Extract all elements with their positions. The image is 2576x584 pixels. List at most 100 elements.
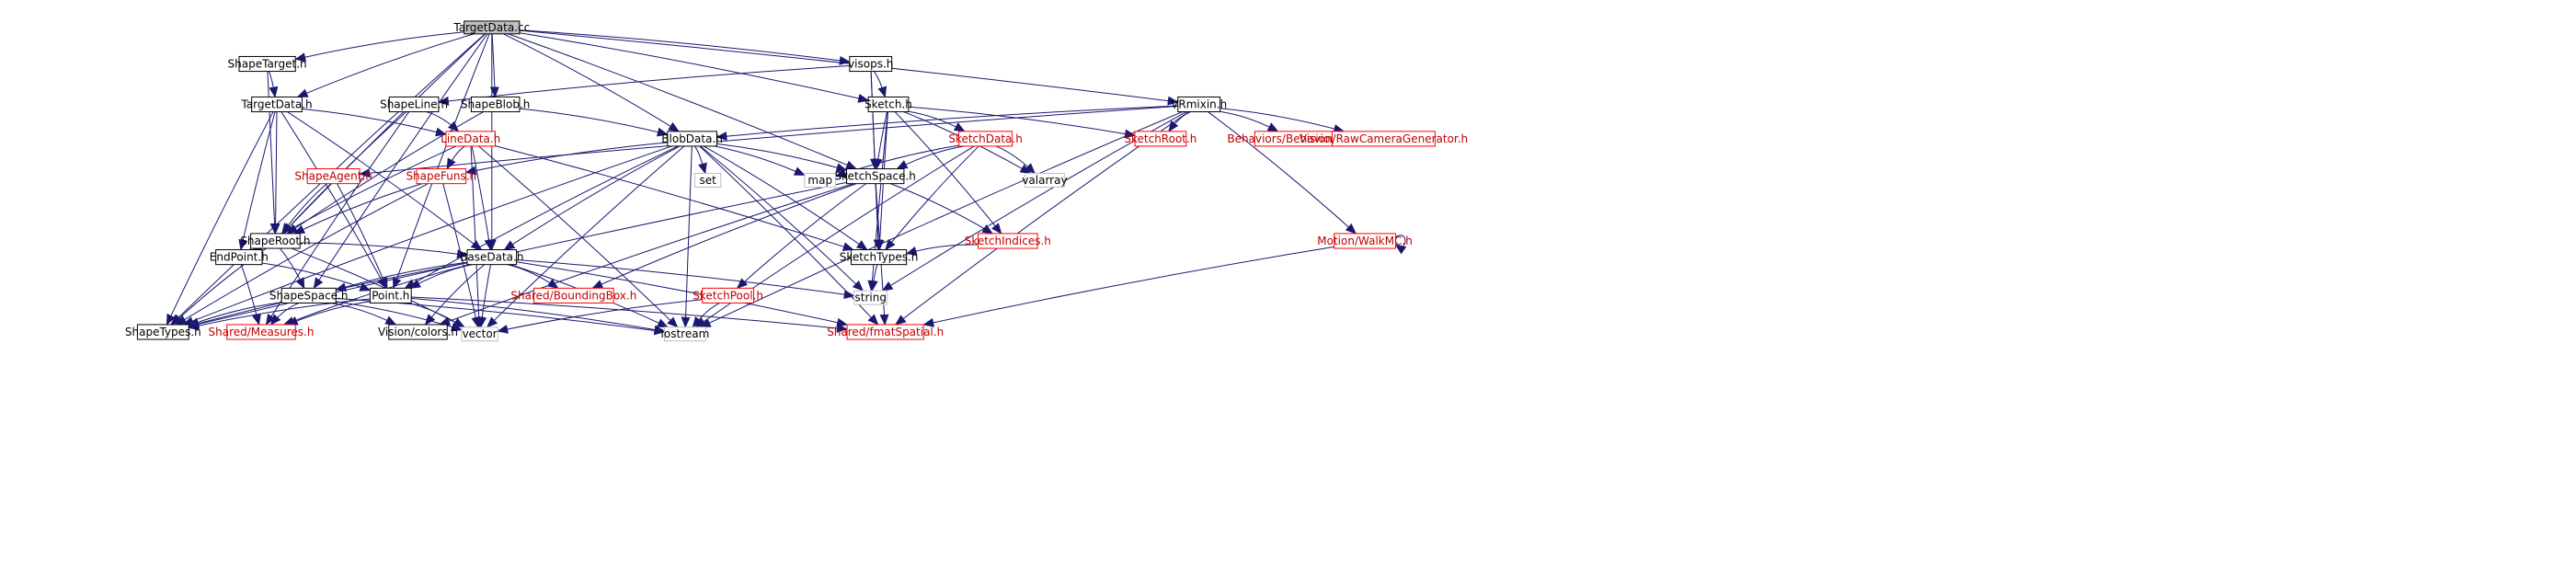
edge-ShapeTarget_h-to-TargetData_h [269,71,279,98]
node-WalkMC_h[interactable]: Motion/WalkMC.h [1317,233,1413,249]
node-box [470,96,521,113]
node-label: ShapeRoot.h [240,235,310,247]
node-box [136,324,189,340]
node-box [215,249,263,266]
node-EndPoint_h[interactable]: EndPoint.h [210,249,269,266]
edge-ShapeFuns_h-to-ShapeTypes_h [175,183,429,326]
node-TargetData_h[interactable]: TargetData.h [240,96,313,113]
node-SketchData_h[interactable]: SketchData.h [948,131,1023,147]
edge-ShapeAgent_h-to-ShapeRoot_h [281,183,327,235]
edge-BaseData_h-to-vector [477,264,492,328]
node-vector[interactable]: vector [461,326,498,342]
edge-ShapeRoot_h-to-BaseData_h [300,242,468,259]
edge-ShapeBlob_h-to-ShapeRoot_h [286,111,484,235]
edge-LineData_h-to-iostream [478,145,679,328]
node-ShapeFuns_h[interactable]: ShapeFuns.h [406,168,476,185]
node-box [464,20,521,35]
edge-Sketch_h-to-SketchSpace_h [873,111,888,170]
node-BoundingBox_h[interactable]: Shared/BoundingBox.h [510,287,636,303]
edge-Sketch_h-to-SketchRoot_h [908,106,1136,139]
node-box [226,324,296,340]
edge-WalkMC_h-to-WalkMC_h [1394,235,1407,255]
edge-ShapeBlob_h-to-BlobData_h [519,108,669,137]
node-set[interactable]: set [694,173,722,188]
edge-ShapeTarget_h-to-ShapeRoot_h [267,71,280,235]
node-box [388,324,448,340]
node-BaseData_h[interactable]: BaseData.h [460,249,523,266]
node-LineData_h[interactable]: LineData.h [441,131,500,147]
node-ShapeSpace_h[interactable]: ShapeSpace.h [269,287,349,303]
node-label: SketchIndices.h [965,235,1051,247]
node-visops_h[interactable]: visops.h [848,55,893,73]
node-label: ShapeFuns.h [406,170,476,183]
node-label: set [699,174,716,187]
node-box [416,168,467,185]
node-box [250,233,301,249]
node-fmatSpatial_h[interactable]: Shared/fmatSpatial.h [827,324,944,340]
edge-BaseData_h-to-ShapeSpace_h [335,261,468,292]
node-iostream[interactable]: iostream [661,326,710,342]
node-BlobData_h[interactable]: BlobData.h [661,131,723,147]
edge-EndPoint_h-to-Point_h [261,262,372,292]
node-colors_h[interactable]: Vision/colors.h [378,324,458,340]
edge-Sketch_h-to-string [867,111,888,292]
node-box [958,131,1013,147]
node-ShapeTarget_h[interactable]: ShapeTarget.h [228,55,307,73]
node-ShapeTypes_h[interactable]: ShapeTypes.h [125,324,201,340]
edge-VRmixin_h-to-ShapeAgent_h [359,105,1178,178]
edge-ShapeSpace_h-to-colors_h [330,302,397,326]
node-box [804,173,837,188]
edge-TargetData_cc-to-Point_h [392,33,490,290]
edge-Point_h-to-ShapeTypes_h [188,298,371,331]
node-box [466,249,518,266]
edge-BaseData_h-to-fmatSpatial_h [516,261,849,327]
edge-Sketch_h-to-SketchData_h [908,110,966,132]
node-SketchIndices_h[interactable]: SketchIndices.h [965,233,1051,249]
edge-VRmixin_h-to-BlobData_h [716,105,1178,142]
edge-TargetData_h-to-BaseData_h [287,111,483,251]
node-RawCameraGenerator_h[interactable]: Vision/RawCameraGenerator.h [1299,131,1468,147]
node-Measures_h[interactable]: Shared/Measures.h [209,324,315,340]
edge-TargetData_cc-to-ShapeTarget_h [294,31,464,62]
node-SketchSpace_h[interactable]: SketchSpace.h [834,168,916,185]
node-ShapeRoot_h[interactable]: ShapeRoot.h [240,233,310,249]
node-ShapeAgent_h[interactable]: ShapeAgent.h [294,168,372,185]
node-ShapeBlob_h[interactable]: ShapeBlob.h [461,96,531,113]
node-Point_h[interactable]: Point.h [369,287,412,303]
edge-BlobData_h-to-SketchTypes_h [704,145,868,251]
edge-visops_h-to-ShapeLine_h [437,65,850,106]
node-label: BaseData.h [460,251,523,264]
node-label: ShapeTarget.h [228,58,307,71]
edge-TargetData_cc-to-Sketch_h [519,32,870,103]
edge-SketchData_h-to-SketchTypes_h [885,145,979,251]
node-SketchPool_h[interactable]: SketchPool.h [693,287,763,303]
edge-SketchIndices_h-to-SketchTypes_h [905,244,979,256]
node-box [369,287,412,303]
edge-BaseData_h-to-string [516,258,855,300]
edge-BaseData_h-to-Point_h [409,264,473,289]
node-VRmixin_h[interactable]: VRmixin.h [1171,96,1227,113]
edge-ShapeAgent_h-to-Point_h [337,183,388,290]
node-label: Vision/colors.h [378,326,458,338]
edge-SketchSpace_h-to-SketchPool_h [736,183,867,290]
node-SketchTypes_h[interactable]: SketchTypes.h [840,249,919,266]
edge-visops_h-to-Sketch_h [873,71,887,98]
edge-SketchData_h-to-SketchSpace_h [896,145,964,170]
node-box [533,287,614,303]
node-ShapeLine_h[interactable]: ShapeLine.h [380,96,448,113]
node-box [846,168,905,185]
node-map[interactable]: map [804,173,837,188]
node-Sketch_h[interactable]: Sketch.h [864,96,912,113]
node-box [251,96,303,113]
edge-ShapeSpace_h-to-Measures_h [269,302,300,326]
node-string[interactable]: string [853,290,888,305]
node-box [850,249,908,266]
node-box [846,324,924,340]
node-SketchRoot_h[interactable]: SketchRoot.h [1124,131,1196,147]
node-TargetData_cc[interactable]: TargetData.cc [452,20,530,35]
node-label: TargetData.h [240,98,312,111]
node-valarray[interactable]: valarray [1022,173,1068,188]
edge-TargetData_h-to-ShapeTypes_h [166,111,274,326]
node-box [1134,131,1187,147]
edge-BlobData_h-to-iostream [681,145,693,328]
